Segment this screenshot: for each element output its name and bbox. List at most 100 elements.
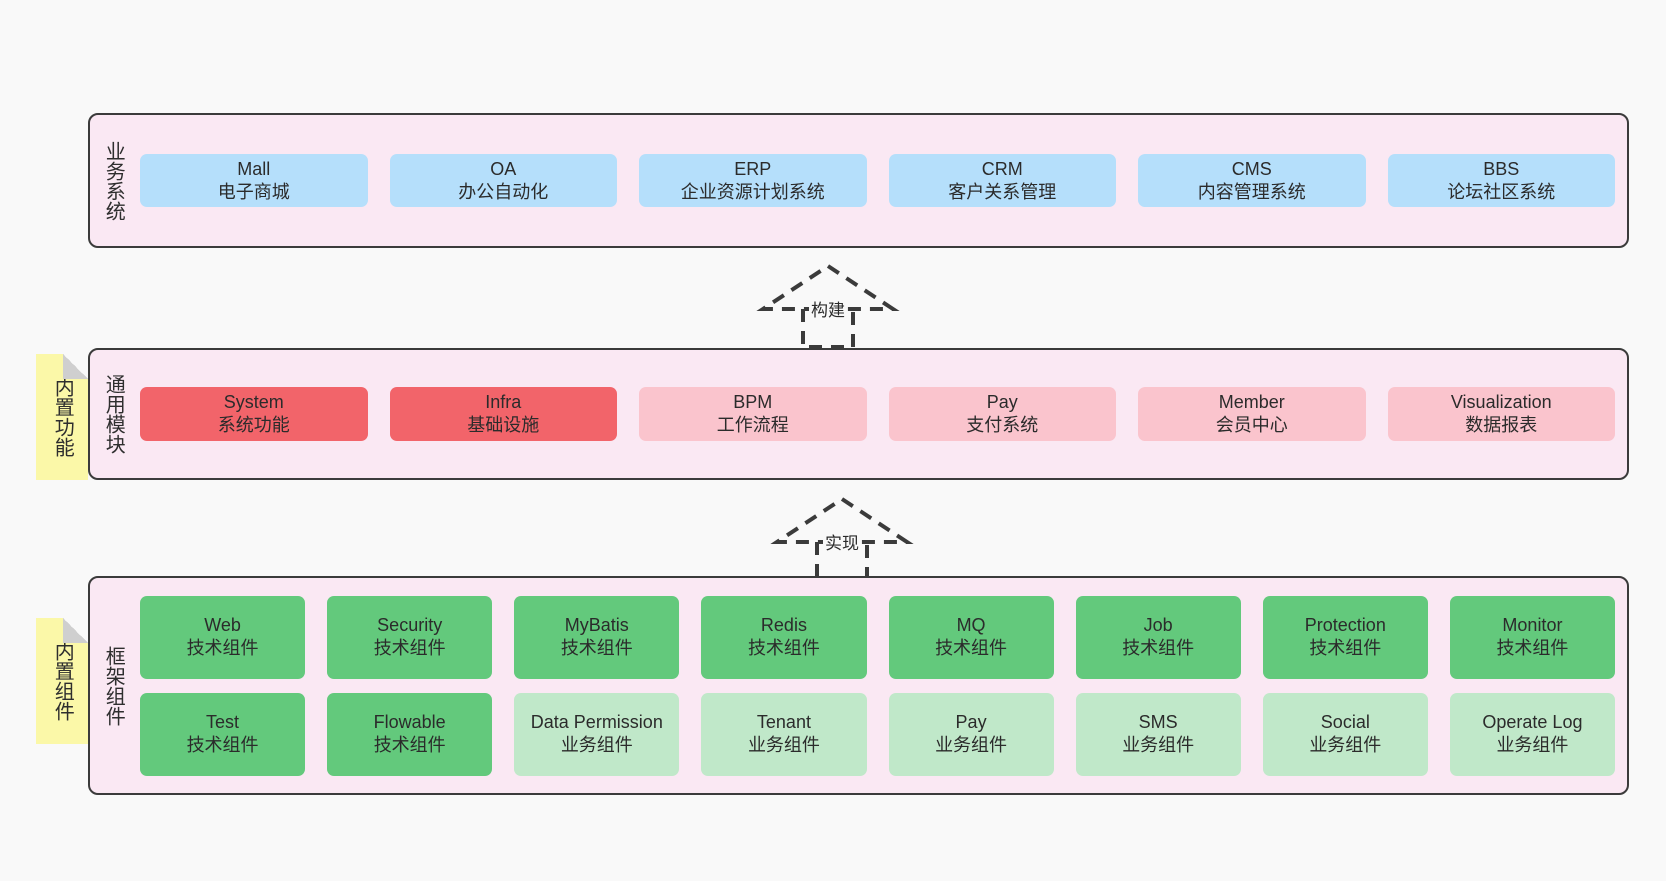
component-desc: 技术组件	[373, 638, 446, 658]
component-desc: 业务组件	[1122, 735, 1195, 755]
component-desc: 技术组件	[560, 638, 633, 658]
module-desc: 电子商城	[217, 181, 290, 202]
module-card-system[interactable]: System 系统功能	[140, 387, 368, 441]
sticky-note-label: 内置组件	[51, 641, 74, 721]
module-card-bbs[interactable]: BBS 论坛社区系统	[1387, 153, 1615, 208]
component-name: Security	[377, 615, 443, 636]
module-card-bpm[interactable]: BPM 工作流程	[639, 387, 867, 441]
component-desc: 技术组件	[747, 638, 820, 658]
component-card-security[interactable]: Security 技术组件	[327, 595, 493, 679]
module-name: System	[223, 392, 284, 413]
layer-title-framework-component: 框架组件	[102, 645, 125, 726]
module-card-member[interactable]: Member 会员中心	[1138, 387, 1366, 441]
component-card-data-permission[interactable]: Data Permission 业务组件	[514, 692, 680, 776]
component-desc: 业务组件	[560, 735, 633, 755]
component-card-social[interactable]: Social 业务组件	[1262, 692, 1428, 776]
module-name: Mall	[237, 158, 271, 179]
module-name: Infra	[485, 392, 522, 413]
module-card-crm[interactable]: CRM 客户关系管理	[888, 153, 1116, 208]
connector-label-implement: 实现	[823, 529, 861, 554]
module-card-erp[interactable]: ERP 企业资源计划系统	[639, 153, 867, 208]
module-card-infra[interactable]: Infra 基础设施	[389, 387, 617, 441]
component-desc: 技术组件	[1496, 638, 1569, 658]
module-name: Pay	[986, 392, 1018, 413]
module-name: BPM	[733, 392, 773, 413]
component-name: Data Permission	[530, 712, 663, 733]
connector-build: 构建	[756, 262, 900, 349]
module-card-visualization[interactable]: Visualization 数据报表	[1387, 387, 1615, 441]
module-desc: 企业资源计划系统	[680, 181, 825, 202]
component-name: MyBatis	[564, 615, 629, 636]
layer-body-business-system: Mall 电子商城 OA 办公自动化 ERP 企业资源计划系统 CRM 客户关系…	[136, 115, 1627, 246]
layer-body-common-module: System 系统功能 Infra 基础设施 BPM 工作流程 Pay 支付系统…	[136, 350, 1627, 478]
layer-row: Web 技术组件 Security 技术组件 MyBatis 技术组件 Redi…	[140, 595, 1615, 679]
component-card-pay[interactable]: Pay 业务组件	[888, 692, 1054, 776]
component-desc: 技术组件	[186, 735, 259, 755]
component-desc: 技术组件	[1122, 638, 1195, 658]
component-name: Redis	[760, 615, 807, 636]
module-desc: 客户关系管理	[948, 181, 1057, 202]
component-desc: 技术组件	[186, 638, 259, 658]
component-name: Operate Log	[1482, 712, 1583, 733]
module-card-mall[interactable]: Mall 电子商城	[140, 153, 368, 208]
sticky-note-builtin-function: 内置功能	[36, 354, 88, 480]
module-desc: 系统功能	[217, 415, 290, 435]
module-desc: 办公自动化	[458, 181, 549, 202]
module-desc: 论坛社区系统	[1447, 181, 1556, 202]
component-card-monitor[interactable]: Monitor 技术组件	[1449, 595, 1615, 679]
module-desc: 会员中心	[1215, 415, 1288, 435]
component-name: Monitor	[1502, 615, 1563, 636]
module-name: ERP	[734, 158, 772, 179]
component-card-redis[interactable]: Redis 技术组件	[701, 595, 867, 679]
component-card-sms[interactable]: SMS 业务组件	[1075, 692, 1241, 776]
module-card-cms[interactable]: CMS 内容管理系统	[1138, 153, 1366, 208]
component-name: Social	[1320, 712, 1370, 733]
connector-implement: 实现	[770, 495, 914, 582]
sticky-note-builtin-component: 内置组件	[36, 618, 88, 744]
component-card-web[interactable]: Web 技术组件	[140, 595, 306, 679]
layer-business-system: 业务系统 Mall 电子商城 OA 办公自动化 ERP 企业资源计划系统 CRM…	[88, 113, 1629, 248]
component-name: Flowable	[373, 712, 446, 733]
module-name: CRM	[981, 158, 1023, 179]
module-desc: 基础设施	[467, 415, 540, 435]
layer-common-module: 通用模块 System 系统功能 Infra 基础设施 BPM 工作流程 Pay…	[88, 348, 1629, 480]
component-desc: 技术组件	[935, 638, 1008, 658]
component-card-flowable[interactable]: Flowable 技术组件	[327, 692, 493, 776]
component-card-operate-log[interactable]: Operate Log 业务组件	[1449, 692, 1615, 776]
layer-title-common-module: 通用模块	[102, 374, 125, 454]
component-name: Tenant	[756, 712, 811, 733]
component-name: SMS	[1138, 712, 1178, 733]
component-desc: 业务组件	[1309, 735, 1382, 755]
component-card-test[interactable]: Test 技术组件	[140, 692, 306, 776]
component-desc: 业务组件	[747, 735, 820, 755]
component-name: MQ	[956, 615, 986, 636]
connector-label-build: 构建	[809, 296, 847, 321]
module-name: OA	[490, 158, 517, 179]
module-desc: 内容管理系统	[1197, 181, 1306, 202]
layer-row: System 系统功能 Infra 基础设施 BPM 工作流程 Pay 支付系统…	[140, 387, 1615, 441]
component-name: Protection	[1304, 615, 1386, 636]
component-card-job[interactable]: Job 技术组件	[1075, 595, 1241, 679]
module-name: BBS	[1483, 158, 1520, 179]
component-name: Job	[1143, 615, 1173, 636]
sticky-note-label: 内置功能	[51, 377, 74, 457]
component-name: Test	[206, 712, 240, 733]
module-desc: 数据报表	[1465, 415, 1538, 435]
module-desc: 工作流程	[716, 415, 789, 435]
component-card-mq[interactable]: MQ 技术组件	[888, 595, 1054, 679]
component-card-protection[interactable]: Protection 技术组件	[1262, 595, 1428, 679]
component-desc: 业务组件	[935, 735, 1008, 755]
layer-row: Mall 电子商城 OA 办公自动化 ERP 企业资源计划系统 CRM 客户关系…	[140, 153, 1615, 208]
component-card-mybatis[interactable]: MyBatis 技术组件	[514, 595, 680, 679]
component-name: Web	[204, 615, 241, 636]
layer-body-framework-component: Web 技术组件 Security 技术组件 MyBatis 技术组件 Redi…	[136, 578, 1627, 793]
layer-framework-component: 框架组件 Web 技术组件 Security 技术组件 MyBatis 技术组件…	[88, 576, 1629, 795]
module-name: Member	[1218, 392, 1285, 413]
component-desc: 技术组件	[373, 735, 446, 755]
component-name: Pay	[955, 712, 987, 733]
component-desc: 技术组件	[1309, 638, 1382, 658]
component-card-tenant[interactable]: Tenant 业务组件	[701, 692, 867, 776]
module-card-pay[interactable]: Pay 支付系统	[888, 387, 1116, 441]
module-card-oa[interactable]: OA 办公自动化	[389, 153, 617, 208]
